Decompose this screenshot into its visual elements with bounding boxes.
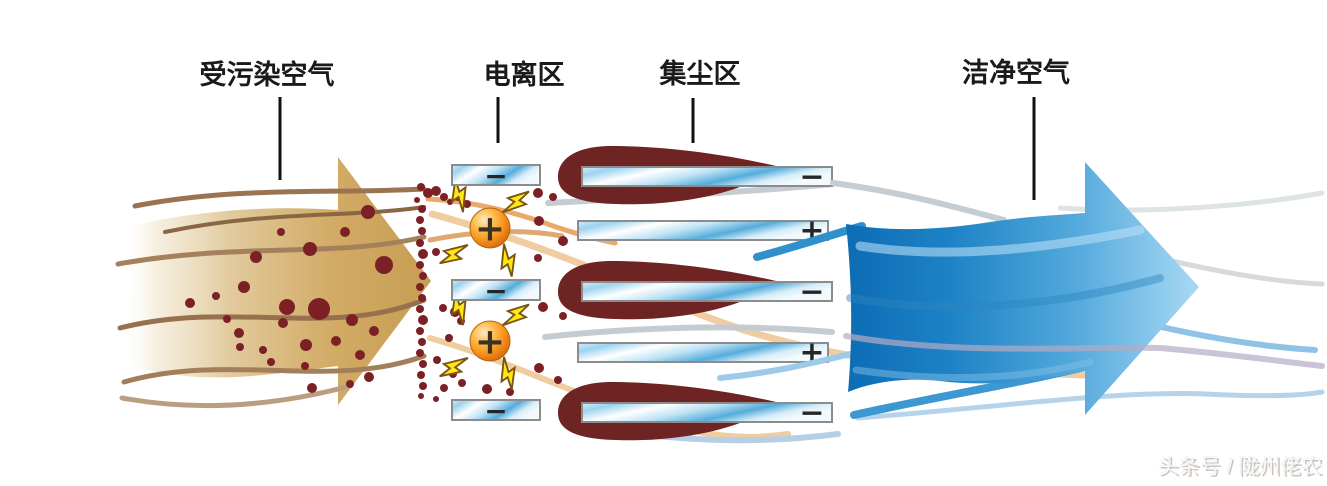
discharge-electrode-orb [469,207,511,249]
ionizer-plate-sign: − [484,160,507,193]
ionization-zone-label: 电离区 [484,59,565,90]
dust-collection-zone: − + − + − [558,146,833,441]
clean-air-streamlines [843,225,1325,382]
dust-collection-zone-label: 集尘区 [659,58,741,89]
collector-plate [577,220,829,241]
ionizer-ground-plate [451,399,541,421]
collector-plate [581,166,833,187]
clean-air-arrow [846,162,1199,415]
electrode-plus-sign: + [475,322,505,363]
collector-plate-sign: − [799,275,824,310]
ionizer-plate-sign: − [484,275,507,308]
collector-plate-sign: − [799,160,824,195]
polluted-air-arrow [126,157,431,405]
ionizer-ground-plate [451,279,541,301]
ionizer-ground-plate [451,164,541,186]
clean-air-label: 洁净空气 [962,57,1070,88]
watermark-shadow-text: 头条号 / 陇州佬农 [1159,457,1324,480]
watermark-text: 头条号 / 陇州佬农 [1157,455,1322,478]
ionizer-plate-sign: − [484,395,507,428]
polluted-air-label: 受污染空气 [200,59,335,90]
collector-plate [581,281,833,302]
ionization-zone: + + − − − [435,160,541,428]
watermark: 头条号 / 陇州佬农 头条号 / 陇州佬农 [1157,455,1324,480]
collector-plate [577,342,829,363]
discharge-electrode-orb [469,320,511,362]
collector-plate [581,402,833,423]
leader-lines [278,97,1036,200]
collector-plate-sign: − [799,396,824,431]
electrode-plus-sign: + [475,209,505,250]
pollution-streamlines [115,186,427,409]
